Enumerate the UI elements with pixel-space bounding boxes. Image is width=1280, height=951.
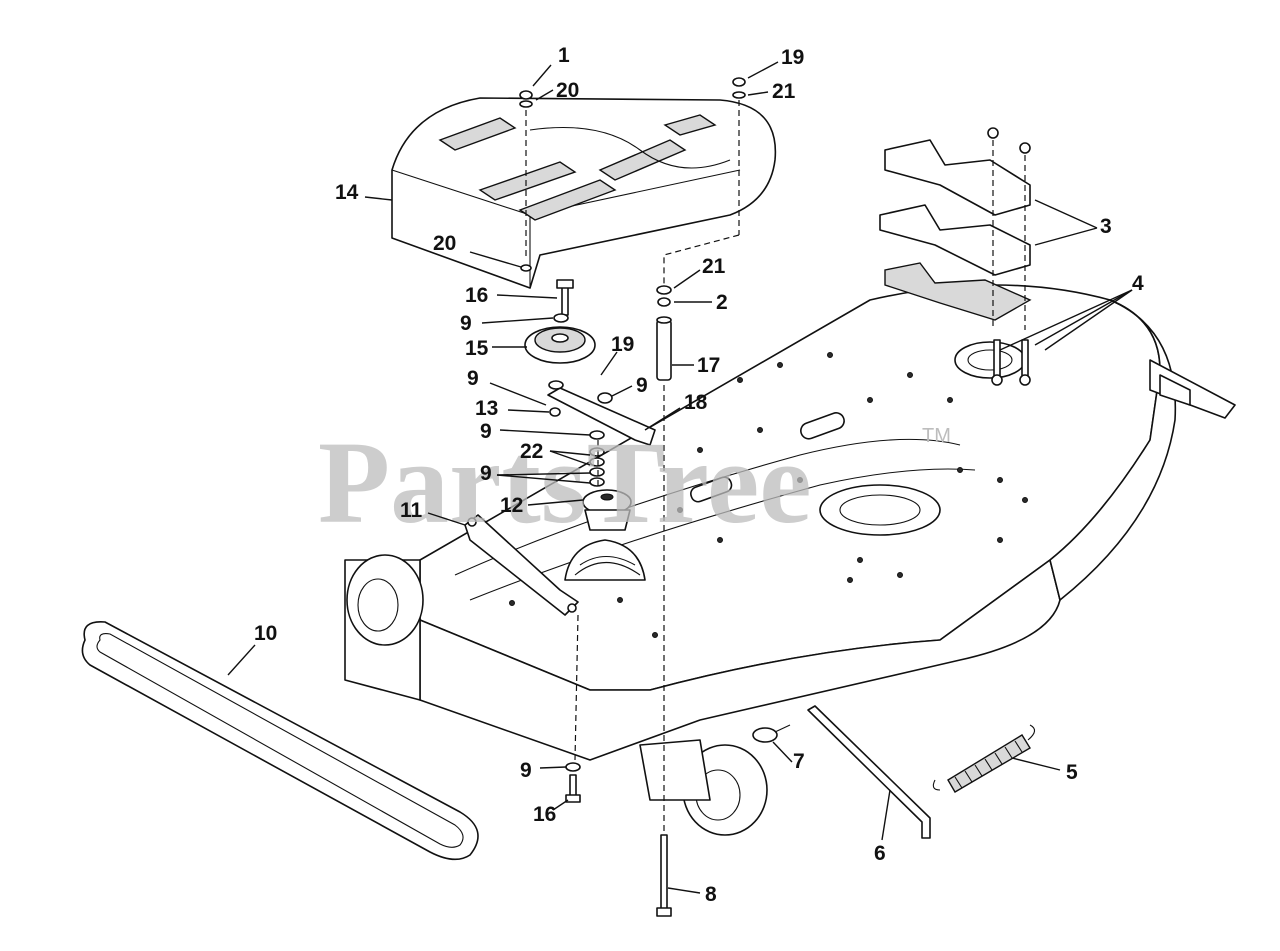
callout-8: 8	[705, 883, 717, 906]
callout-5: 5	[1066, 761, 1078, 784]
callout-21: 21	[772, 80, 796, 103]
callout-9: 9	[467, 367, 479, 390]
callout-15: 15	[465, 337, 489, 360]
deck-studs	[991, 339, 1031, 386]
callout-6: 6	[874, 842, 886, 865]
callout-19: 19	[781, 46, 804, 69]
callout-22: 22	[520, 440, 543, 463]
callout-20: 20	[556, 79, 579, 102]
callout-19: 19	[611, 333, 634, 356]
hair-pin	[752, 724, 791, 743]
callout-16: 16	[533, 803, 556, 826]
long-bolt	[656, 834, 672, 917]
bolt-lower	[565, 762, 581, 803]
callout-17: 17	[697, 354, 720, 377]
callout-1: 1	[558, 44, 570, 67]
callout-20: 20	[433, 232, 456, 255]
callout-7: 7	[793, 750, 805, 773]
callout-9: 9	[520, 759, 532, 782]
callout-4: 4	[1132, 272, 1144, 295]
lift-rod	[807, 705, 931, 839]
callout-2: 2	[716, 291, 728, 314]
callout-14: 14	[335, 181, 359, 204]
callout-18: 18	[684, 391, 708, 414]
watermark-trademark: TM	[922, 425, 951, 447]
callout-9: 9	[460, 312, 472, 335]
belt-cover	[391, 97, 777, 289]
watermark-text: PartsTree	[318, 417, 812, 548]
callout-9: 9	[480, 420, 492, 443]
callout-10: 10	[254, 622, 277, 645]
weight-plates	[879, 127, 1032, 330]
callout-3: 3	[1100, 215, 1112, 238]
extension-spring	[932, 724, 1036, 793]
mower-deck	[344, 284, 1236, 836]
watermark: PartsTree TM	[318, 417, 951, 548]
callout-11: 11	[400, 499, 423, 522]
callout-16: 16	[465, 284, 488, 307]
idler-assembly	[464, 77, 746, 616]
callout-labels: 1 20 19 21 14 20 3 4 21 16 2 9 15 19 17 …	[254, 44, 1144, 906]
assembly-lines	[525, 100, 740, 900]
leader-lines	[227, 61, 1133, 894]
callout-9: 9	[480, 462, 492, 485]
callout-21: 21	[702, 255, 726, 278]
callout-13: 13	[475, 397, 498, 420]
v-belt	[81, 621, 479, 861]
callout-9: 9	[636, 374, 648, 397]
callout-12: 12	[500, 494, 523, 517]
